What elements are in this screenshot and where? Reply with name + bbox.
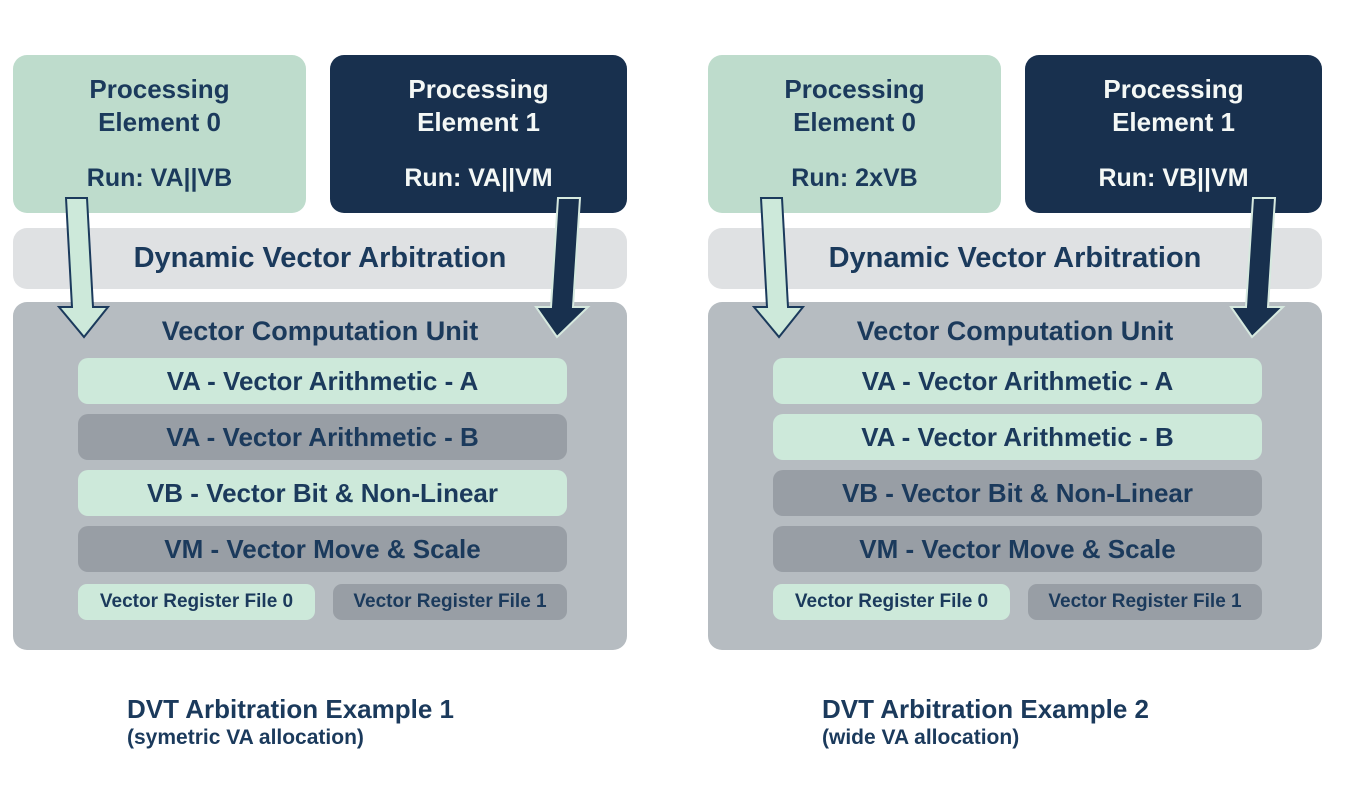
vcu-row-va-b: VA - Vector Arithmetic - B [78, 414, 567, 460]
vcu-row-va-a: VA - Vector Arithmetic - A [773, 358, 1262, 404]
vector-computation-unit-title: Vector Computation Unit [161, 316, 479, 346]
dynamic-vector-arbitration-bar: Dynamic Vector Arbitration [708, 228, 1322, 289]
processing-element-1-run-label: Run: VB||VM [1098, 164, 1249, 192]
vector-computation-unit-title: Vector Computation Unit [856, 316, 1174, 346]
vector-register-file-0: Vector Register File 0 [78, 584, 315, 620]
processing-element-0-title: Processing Element 0 [89, 74, 230, 137]
dvt-example-1-diagram: Processing Element 0 Run: VA||VB Process… [13, 55, 627, 800]
processing-element-0-run-label: Run: VA||VB [86, 164, 233, 192]
dynamic-vector-arbitration-label: Dynamic Vector Arbitration [133, 242, 507, 274]
caption-subtitle: (symetric VA allocation) [127, 726, 364, 749]
caption-example-1: DVT Arbitration Example 1 (symetric VA a… [127, 693, 454, 751]
processing-element-1-box: Processing Element 1 Run: VB||VM [1025, 55, 1322, 213]
vcu-row-vm: VM - Vector Move & Scale [78, 526, 567, 572]
caption-title: DVT Arbitration Example 2 [822, 694, 1149, 724]
caption-title: DVT Arbitration Example 1 [127, 694, 454, 724]
vcu-row-vm: VM - Vector Move & Scale [773, 526, 1262, 572]
vcu-row-va-a: VA - Vector Arithmetic - A [78, 358, 567, 404]
processing-element-1-title: Processing Element 1 [1103, 74, 1244, 137]
processing-element-0-box: Processing Element 0 Run: 2xVB [708, 55, 1001, 213]
dynamic-vector-arbitration-label: Dynamic Vector Arbitration [828, 242, 1202, 274]
processing-element-0-run-label: Run: 2xVB [791, 164, 918, 192]
processing-element-1-run-label: Run: VA||VM [404, 164, 553, 192]
vector-register-file-0: Vector Register File 0 [773, 584, 1010, 620]
vcu-row-vb: VB - Vector Bit & Non-Linear [773, 470, 1262, 516]
dvt-example-2-diagram: Processing Element 0 Run: 2xVB Processin… [708, 55, 1322, 800]
vector-computation-unit-box: Vector Computation Unit VA - Vector Arit… [708, 302, 1322, 650]
processing-element-1-box: Processing Element 1 Run: VA||VM [330, 55, 627, 213]
processing-element-1-title: Processing Element 1 [408, 74, 549, 137]
vector-computation-unit-box: Vector Computation Unit VA - Vector Arit… [13, 302, 627, 650]
dynamic-vector-arbitration-bar: Dynamic Vector Arbitration [13, 228, 627, 289]
processing-element-0-box: Processing Element 0 Run: VA||VB [13, 55, 306, 213]
processing-element-0-title: Processing Element 0 [784, 74, 925, 137]
vector-register-file-1: Vector Register File 1 [1028, 584, 1262, 620]
vcu-row-vb: VB - Vector Bit & Non-Linear [78, 470, 567, 516]
vcu-row-va-b: VA - Vector Arithmetic - B [773, 414, 1262, 460]
vector-register-file-1: Vector Register File 1 [333, 584, 567, 620]
caption-subtitle: (wide VA allocation) [822, 726, 1020, 749]
caption-example-2: DVT Arbitration Example 2 (wide VA alloc… [822, 693, 1149, 751]
